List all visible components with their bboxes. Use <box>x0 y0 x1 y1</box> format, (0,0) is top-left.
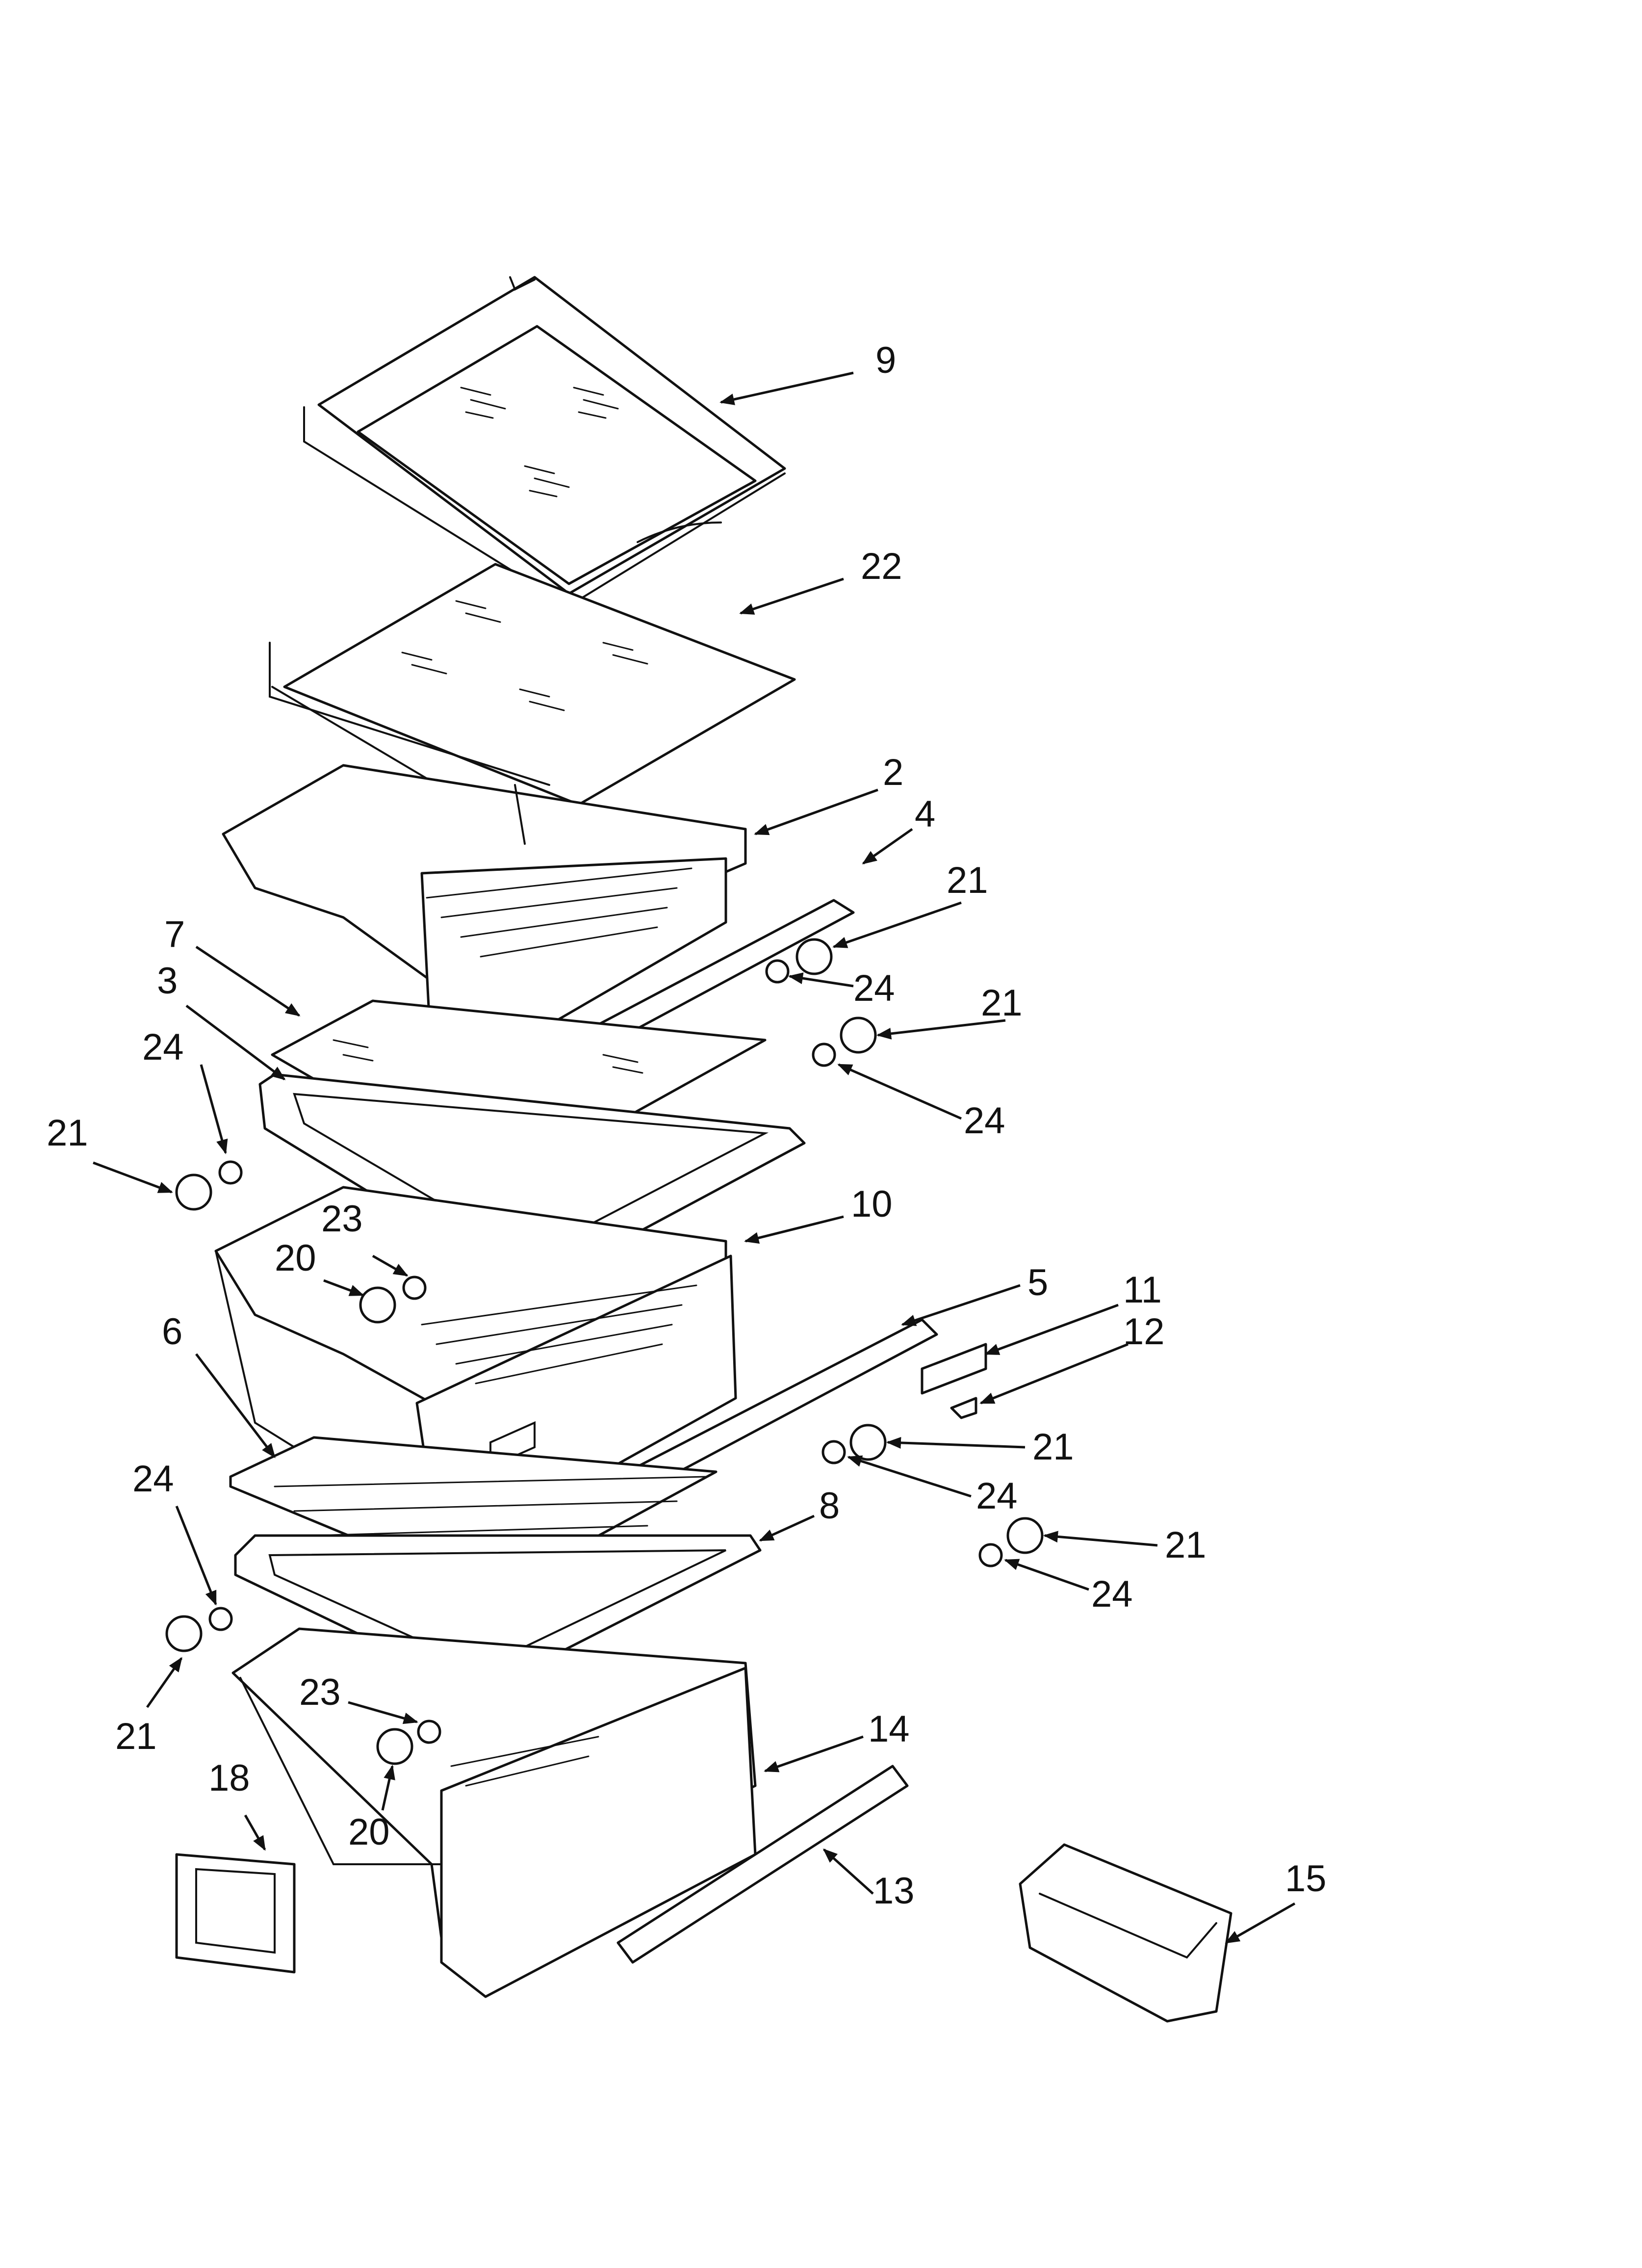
callout-2: 2 <box>883 752 903 793</box>
callout-leaders <box>93 371 1296 1944</box>
callout-20: 20 <box>348 1811 390 1853</box>
callout-18: 18 <box>208 1757 250 1799</box>
callout-24: 24 <box>964 1100 1005 1142</box>
callout-12: 12 <box>1123 1311 1165 1353</box>
callout-23: 23 <box>299 1671 341 1713</box>
callout-5: 5 <box>1027 1262 1048 1303</box>
callout-11: 11 <box>1123 1269 1162 1311</box>
callout-labels: 9 22 2 4 21 7 3 24 24 21 21 24 10 23 20 … <box>47 339 1327 1912</box>
callout-6: 6 <box>162 1311 182 1353</box>
shelf-frame-part-9 <box>303 276 786 607</box>
storage-bin-part-15 <box>1019 1843 1232 2023</box>
callout-24: 24 <box>1091 1573 1133 1615</box>
damper-cover-part-12 <box>950 1397 977 1419</box>
callout-21: 21 <box>1032 1426 1074 1468</box>
callout-4: 4 <box>915 793 935 835</box>
callout-24: 24 <box>976 1475 1018 1517</box>
callout-20: 20 <box>275 1237 316 1279</box>
roller-group <box>165 938 1044 1765</box>
callout-21: 21 <box>115 1716 157 1757</box>
callout-21: 21 <box>47 1112 88 1154</box>
callout-13: 13 <box>873 1870 915 1912</box>
glass-shelf-part-22 <box>269 563 796 806</box>
callout-21: 21 <box>947 860 988 901</box>
callout-21: 21 <box>1165 1524 1206 1566</box>
damper-part-11 <box>921 1343 987 1395</box>
crisper-cover-part-6 <box>229 1436 718 1596</box>
callout-24: 24 <box>853 967 895 1009</box>
callout-21: 21 <box>981 982 1023 1024</box>
badge-part-18 <box>175 1853 296 1974</box>
callout-3: 3 <box>157 960 178 1002</box>
callout-14: 14 <box>868 1708 910 1750</box>
drawer-trim-part-13 <box>616 1765 909 1964</box>
callout-9: 9 <box>875 339 896 381</box>
callout-15: 15 <box>1285 1858 1327 1900</box>
callout-7: 7 <box>164 913 185 955</box>
callout-22: 22 <box>861 546 902 587</box>
callout-23: 23 <box>321 1198 363 1240</box>
callout-24: 24 <box>132 1458 174 1500</box>
callout-24: 24 <box>142 1026 184 1068</box>
callout-8: 8 <box>819 1485 840 1527</box>
callout-10: 10 <box>851 1183 893 1225</box>
